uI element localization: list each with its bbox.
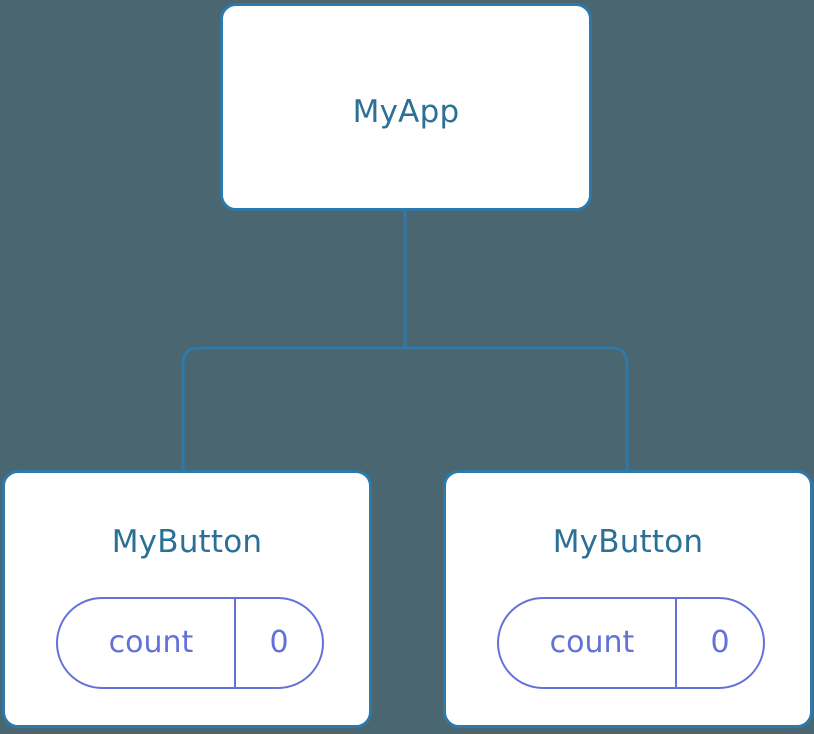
node-myapp-label: MyApp	[352, 94, 460, 130]
state-pill-divider	[234, 599, 236, 687]
node-mybutton-2-label: MyButton	[552, 524, 704, 560]
state-key-label: count	[549, 625, 635, 660]
state-pill-divider	[675, 599, 677, 687]
node-mybutton-2[interactable]: MyButton count 0	[443, 470, 813, 728]
state-value-label: 0	[710, 625, 730, 660]
state-pill-mybutton-1[interactable]: count 0	[56, 597, 324, 689]
state-pill-mybutton-2[interactable]: count 0	[497, 597, 765, 689]
state-value-label: 0	[269, 625, 289, 660]
edge-myapp-to-mybutton-1	[181, 346, 405, 470]
state-key-label: count	[108, 625, 194, 660]
node-mybutton-1[interactable]: MyButton count 0	[2, 470, 372, 728]
edge-myapp-to-mybutton-2	[405, 346, 629, 470]
node-myapp[interactable]: MyApp	[220, 3, 592, 211]
node-mybutton-1-label: MyButton	[111, 524, 263, 560]
